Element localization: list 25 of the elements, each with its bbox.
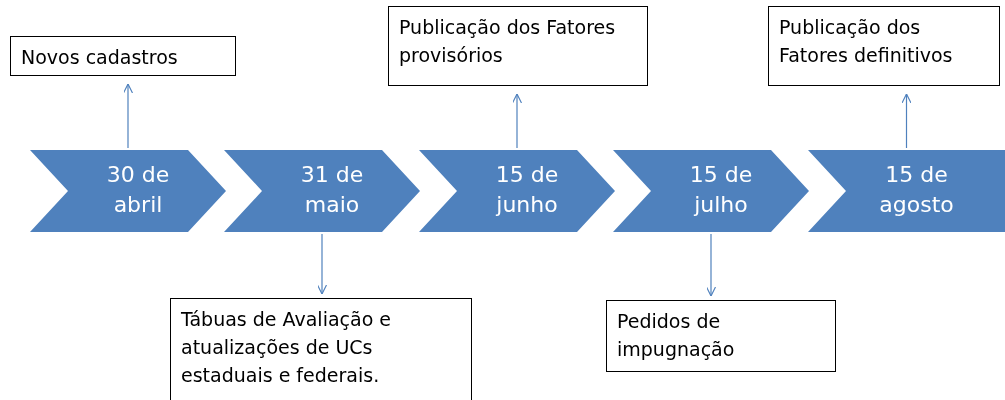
timeline-step — [419, 150, 615, 232]
arrow — [122, 83, 134, 149]
date-label: 15 de junho — [494, 161, 560, 219]
timeline-step — [30, 150, 226, 232]
event-text: Novos cadastros — [21, 45, 179, 70]
timeline-step — [224, 150, 420, 232]
arrow — [316, 233, 328, 295]
event-text: Pedidos de impugnação — [617, 309, 736, 362]
date-label: 15 de julho — [688, 161, 754, 219]
arrow — [511, 93, 523, 149]
text-box — [10, 36, 236, 76]
text-box — [768, 6, 1000, 86]
text-box — [606, 300, 836, 372]
event-text: Tábuas de Avaliação e atualizações de UCs estaduais e federais. — [181, 307, 392, 388]
arrow — [705, 233, 717, 297]
timeline-step — [808, 150, 1005, 232]
arrow — [901, 93, 912, 149]
event-text: Publicação dos Fatores provisórios — [399, 15, 617, 68]
text-box — [388, 6, 648, 86]
date-label: 30 de abril — [105, 161, 171, 219]
date-label: 31 de maio — [299, 161, 365, 219]
event-text: Publicação dos Fatores definitivos — [779, 15, 954, 68]
timeline-step — [613, 150, 809, 232]
text-box — [170, 298, 472, 400]
date-label: 15 de agosto — [878, 161, 955, 219]
